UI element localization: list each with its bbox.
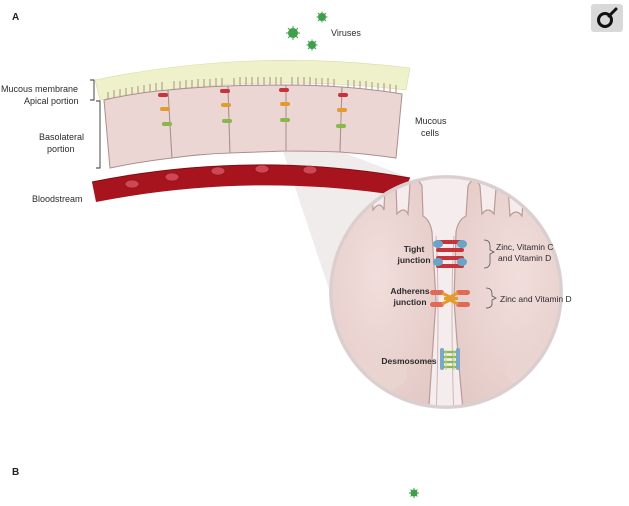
basolateral-label-line1: Basolateral [39, 132, 85, 142]
epithelial-cells [103, 77, 403, 169]
tight-junction-proteins [433, 240, 467, 268]
panel-label-a: A [12, 12, 20, 23]
callout-braces [483, 239, 497, 309]
panel-label-b: B [12, 467, 20, 478]
region-brackets [90, 79, 101, 169]
viruses-label: Viruses [331, 28, 361, 38]
tight-nutrients-line1: Zinc, Vitamin C [496, 242, 554, 252]
virus-icon [286, 11, 419, 498]
adherens-nutrients-label: Zinc and Vitamin D [500, 294, 572, 304]
apical-portion-label: Apical portion [24, 96, 79, 106]
basolateral-label-line2: portion [47, 144, 75, 154]
desmosome-proteins [440, 348, 460, 370]
blood-vessel [91, 164, 411, 202]
adherens-junction-label-line1: Adherens [390, 286, 430, 296]
brand-logo-icon [597, 7, 618, 28]
bloodstream-label: Bloodstream [32, 194, 83, 204]
tight-junction-label-line1: Tight [403, 244, 425, 254]
mucous-cells-label-line2: cells [421, 128, 440, 138]
desmosomes-label: Desmosomes [381, 356, 437, 366]
mucous-membrane-label: Mucous membrane [1, 84, 79, 94]
adherens-junction-label-line2: junction [393, 297, 427, 307]
tight-nutrients-line2: and Vitamin D [498, 253, 552, 263]
mucous-cells-label-line1: Mucous [415, 116, 447, 126]
tight-junction-label-line2: junction [397, 255, 431, 265]
adherens-junction-proteins [430, 290, 470, 307]
magnified-junction-view [329, 175, 563, 409]
brand-logo-button[interactable] [591, 4, 623, 32]
